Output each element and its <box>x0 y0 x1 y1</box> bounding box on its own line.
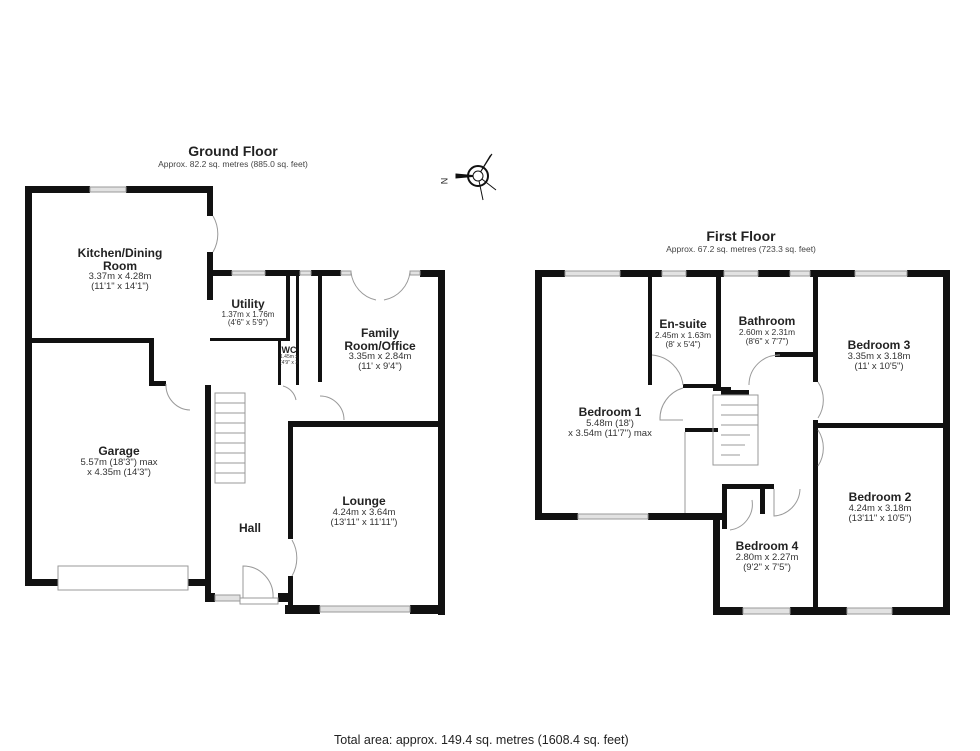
room-metric: 4.24m x 3.18m <box>848 502 912 514</box>
room-name: Bathroom <box>738 314 796 328</box>
room-imperial: (8' x 5'4") <box>665 338 701 349</box>
room-imperial: (13'11" x 11'11") <box>330 516 398 528</box>
room-name: Hall <box>238 521 262 535</box>
room-kitchen: Kitchen/Dining Room 3.37m x 4.28m (11'1"… <box>65 247 175 292</box>
room-wc: WC 1.45m x 1.12m (4'9" x 3'8") <box>280 346 298 366</box>
room-imperial: (9'2" x 7'5") <box>743 561 791 573</box>
room-imperial: (11' x 9'4") <box>358 361 402 373</box>
total-area: Total area: approx. 149.4 sq. metres (16… <box>334 733 629 747</box>
ground-floor-area: Approx. 82.2 sq. metres (885.0 sq. feet) <box>158 159 308 169</box>
room-metric: 2.60m x 2.31m <box>738 326 796 337</box>
room-imperial: x 4.35m (14'3") <box>87 466 151 478</box>
ground-floor-doors <box>165 215 411 599</box>
room-garage: Garage 5.57m (18'3") max x 4.35m (14'3") <box>81 445 158 478</box>
room-name: Bedroom 1 <box>578 405 642 419</box>
room-utility: Utility 1.37m x 1.76m (4'6" x 5'9") <box>222 298 275 327</box>
room-name: Family Room/Office <box>344 326 416 353</box>
room-imperial: x 3.54m (11'7") max <box>568 427 652 439</box>
room-name: Bedroom 3 <box>847 338 911 352</box>
room-imperial: (11' x 10'5") <box>854 360 904 372</box>
room-name: Lounge <box>342 494 386 508</box>
room-bedroom-3: Bedroom 3 3.35m x 3.18m (11' x 10'5") <box>848 339 911 372</box>
room-metric: 3.35m x 2.84m <box>348 351 412 363</box>
room-bedroom-4: Bedroom 4 2.80m x 2.27m (9'2" x 7'5") <box>736 540 799 573</box>
first-floor-walls <box>535 270 950 615</box>
room-hall: Hall <box>239 522 261 535</box>
ground-floor-windows <box>57 186 421 613</box>
room-name: En-suite <box>659 317 707 331</box>
first-floor-title: First Floor <box>706 228 776 244</box>
first-floor-windows <box>564 270 908 615</box>
room-family-office: Family Room/Office 3.35m x 2.84m (11' x … <box>340 327 420 372</box>
ground-floor-heading: Ground Floor Approx. 82.2 sq. metres (88… <box>158 143 308 169</box>
room-bathroom: Bathroom 2.60m x 2.31m (8'6" x 7'7") <box>739 315 796 345</box>
room-name: Utility <box>231 297 265 311</box>
compass-north-label: N <box>439 177 450 185</box>
room-metric: 3.37m x 4.28m <box>88 271 152 283</box>
room-metric: 1.37m x 1.76m <box>221 309 275 319</box>
room-imperial: (4'6" x 5'9") <box>227 317 269 327</box>
room-metric: 2.80m x 2.27m <box>735 551 799 563</box>
room-metric: 1.45m x 1.12m <box>280 354 298 361</box>
room-bedroom-1: Bedroom 1 5.48m (18') x 3.54m (11'7") ma… <box>568 406 652 439</box>
room-metric: 5.57m (18'3") max <box>80 456 158 468</box>
room-bedroom-2: Bedroom 2 4.24m x 3.18m (13'11" x 10'5") <box>848 491 911 524</box>
ground-floor-walls <box>25 186 445 615</box>
room-imperial: (4'9" x 3'8") <box>280 359 298 366</box>
first-floor-area: Approx. 67.2 sq. metres (723.3 sq. feet) <box>666 244 816 254</box>
room-metric: 5.48m (18') <box>586 417 634 429</box>
room-metric: 2.45m x 1.63m <box>654 329 712 340</box>
room-en-suite: En-suite 2.45m x 1.63m (8' x 5'4") <box>655 318 711 348</box>
first-floor-doors <box>651 354 824 531</box>
compass-icon <box>455 153 497 201</box>
room-metric: 4.24m x 3.64m <box>332 506 396 518</box>
room-name: Bedroom 4 <box>735 539 799 553</box>
ground-floor-title: Ground Floor <box>188 143 278 159</box>
first-floor-heading: First Floor Approx. 67.2 sq. metres (723… <box>666 228 816 254</box>
room-imperial: (11'1" x 14'1") <box>91 281 149 293</box>
room-imperial: (8'6" x 7'7") <box>745 335 789 346</box>
room-metric: 3.35m x 3.18m <box>847 350 911 362</box>
room-name: Garage <box>98 444 140 458</box>
room-imperial: (13'11" x 10'5") <box>848 512 912 524</box>
room-lounge: Lounge 4.24m x 3.64m (13'11" x 11'11") <box>331 495 398 528</box>
room-name: Kitchen/Dining Room <box>77 246 163 273</box>
room-name: Bedroom 2 <box>848 490 912 504</box>
room-name: WC <box>281 346 297 355</box>
